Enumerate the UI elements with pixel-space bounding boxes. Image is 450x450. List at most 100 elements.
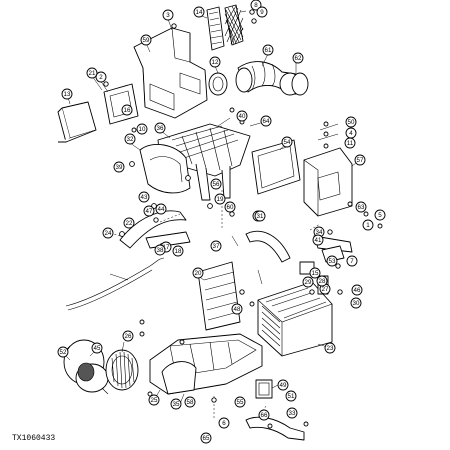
callout-31: 31 [254, 210, 266, 222]
callout-number: 45 [94, 345, 101, 352]
callout-4: 4 [345, 127, 357, 139]
callout-number: 31 [257, 213, 264, 220]
callout-3: 3 [162, 9, 174, 21]
callout-6: 6 [218, 417, 230, 429]
callout-number: 34 [316, 229, 323, 236]
callout-30: 30 [350, 297, 362, 309]
callout-48: 48 [231, 303, 243, 315]
callout-number: 57 [357, 157, 364, 164]
drain-hose [245, 416, 305, 441]
callout-62: 62 [292, 52, 304, 64]
callout-26: 26 [122, 330, 134, 342]
callout-number: 39 [116, 164, 123, 171]
callout-number: 47 [146, 208, 153, 215]
callout-14: 14 [193, 6, 205, 18]
callout-number: 15 [312, 270, 319, 277]
callout-50: 50 [345, 116, 357, 128]
callout-35: 35 [170, 398, 182, 410]
callout-29: 29 [302, 276, 314, 288]
callout-number: 6 [222, 420, 226, 427]
callout-number: 43 [141, 194, 148, 201]
callout-number: 28 [319, 278, 326, 285]
callout-2: 2 [95, 71, 107, 83]
callout-number: 55 [237, 399, 244, 406]
callout-24: 24 [102, 227, 114, 239]
callout-number: 40 [239, 113, 246, 120]
callout-number: 38 [157, 247, 164, 254]
callout-number: 5 [378, 212, 382, 219]
callout-number: 64 [263, 118, 270, 125]
callout-number: 33 [289, 410, 296, 417]
callout-53: 53 [326, 255, 338, 267]
callout-number: 27 [322, 286, 329, 293]
callout-number: 13 [64, 91, 71, 98]
callout-number: 23 [327, 345, 334, 352]
callout-number: 12 [212, 59, 219, 66]
callout-7: 7 [346, 255, 358, 267]
callout-number: 20 [195, 270, 202, 277]
callout-number: 36 [157, 125, 164, 132]
callout-number: 59 [143, 37, 150, 44]
callout-number: 1 [366, 222, 370, 229]
callout-number: 26 [125, 333, 132, 340]
callout-38: 38 [154, 244, 166, 256]
callout-11: 11 [344, 137, 356, 149]
callout-number: 7 [350, 258, 354, 265]
callout-number: 18 [175, 248, 182, 255]
callout-number: 30 [353, 300, 360, 307]
callout-12: 12 [209, 56, 221, 68]
callout-43: 43 [138, 191, 150, 203]
callout-number: 53 [329, 258, 336, 265]
heater-hose-right [245, 230, 353, 263]
callout-number: 8 [254, 2, 258, 9]
callout-number: 11 [347, 140, 354, 147]
heater-core [197, 261, 241, 331]
capillary-tube [65, 257, 165, 311]
callout-44: 44 [155, 203, 167, 215]
callout-16: 16 [121, 104, 133, 116]
callout-number: 62 [295, 55, 302, 62]
callout-54: 54 [281, 136, 293, 148]
callout-47: 47 [143, 205, 155, 217]
callout-number: 41 [315, 237, 322, 244]
callout-56: 56 [210, 178, 222, 190]
filter-frame [103, 83, 139, 125]
callout-52: 52 [57, 346, 69, 358]
callout-33: 33 [286, 407, 298, 419]
callout-65: 65 [200, 432, 212, 444]
callout-number: 16 [124, 107, 131, 114]
callout-number: 66 [261, 412, 268, 419]
callout-number: 14 [196, 9, 203, 16]
callout-number: 63 [358, 204, 365, 211]
blower-housing-lower [149, 333, 263, 395]
callout-25: 25 [148, 394, 160, 406]
callout-28: 28 [316, 275, 328, 287]
callout-number: 25 [151, 397, 158, 404]
callout-number: 2 [99, 74, 103, 81]
callout-22: 22 [123, 217, 135, 229]
callout-32: 32 [124, 133, 136, 145]
callout-number: 22 [126, 220, 133, 227]
callout-20: 20 [192, 267, 204, 279]
callout-number: 65 [203, 435, 210, 442]
callout-number: 24 [105, 230, 112, 237]
resistor [255, 379, 273, 399]
duct-elbow [208, 61, 309, 96]
callout-10: 10 [136, 123, 148, 135]
callout-number: 3 [166, 12, 170, 19]
heater-hose-left [119, 210, 191, 249]
callout-37: 37 [210, 240, 222, 252]
callout-number: 50 [348, 119, 355, 126]
callout-number: 51 [288, 393, 295, 400]
callout-49: 49 [277, 379, 289, 391]
callout-number: 29 [305, 279, 312, 286]
callout-51: 51 [285, 390, 297, 402]
callout-number: 56 [213, 181, 220, 188]
callout-number: 37 [213, 243, 220, 250]
plenum-housing [133, 27, 208, 119]
callout-number: 46 [354, 287, 361, 294]
callout-number: 60 [227, 204, 234, 211]
callout-39: 39 [113, 161, 125, 173]
callout-number: 48 [234, 306, 241, 313]
